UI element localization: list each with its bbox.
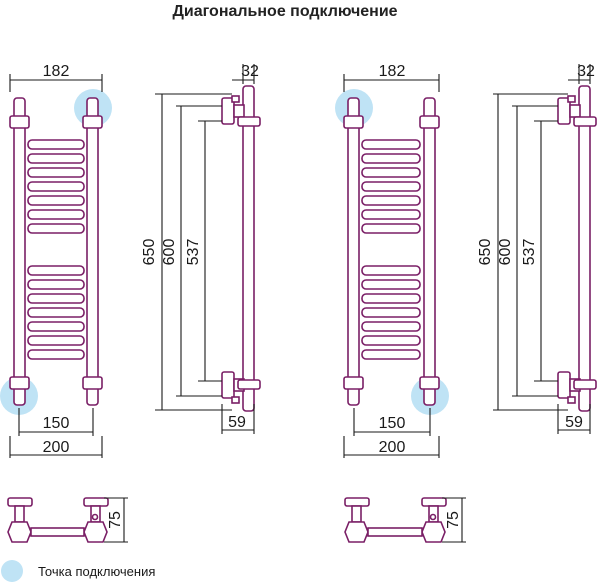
dim-height-total-right: 650 — [477, 239, 494, 266]
dim-top-width: 182 — [43, 63, 70, 80]
dim-bottom-outer-right: 200 — [379, 439, 406, 456]
rungs-upper — [27, 139, 85, 234]
bottom-view-right: 75 — [344, 497, 466, 543]
dim-bottom-inner-right: 150 — [379, 415, 406, 432]
nut-top-left — [9, 115, 30, 129]
dim-depth-bottom-right: 59 — [565, 414, 583, 431]
front-view-left: 182 150 200 — [0, 63, 112, 458]
nut-bottom-left — [9, 376, 30, 390]
dim-height-mid: 600 — [161, 239, 178, 266]
dim-bottom-depth-left: 75 — [107, 511, 124, 529]
rungs-lower — [27, 265, 85, 360]
nut-bottom-right — [82, 376, 103, 390]
dim-depth-top: 32 — [241, 63, 259, 80]
side-view-right: 32 650 600 537 59 — [477, 63, 597, 434]
circle-connection-point-icon — [1, 560, 23, 582]
diagram-title: Диагональное подключение — [172, 3, 397, 20]
dim-top-width-right: 182 — [379, 63, 406, 80]
rungs-lower-right — [361, 265, 421, 360]
dim-depth-bottom: 59 — [228, 414, 246, 431]
dim-depth-top-right: 32 — [577, 63, 595, 80]
right-riser — [86, 97, 99, 406]
front-view-right: 182 150 200 — [335, 63, 449, 458]
side-view-left: 32 650 600 537 59 — [141, 63, 261, 434]
nut-top-right — [82, 115, 103, 129]
dim-height-mid-right: 600 — [497, 239, 514, 266]
dim-height-inner: 537 — [185, 239, 202, 266]
dim-bottom-outer: 200 — [43, 439, 70, 456]
dim-height-total: 650 — [141, 239, 158, 266]
bottom-view-left: 75 — [7, 497, 128, 543]
rungs-upper-right — [361, 139, 421, 234]
legend: Точка подключения — [1, 560, 155, 582]
legend-label: Точка подключения — [38, 564, 155, 579]
dim-bottom-depth-right: 75 — [445, 511, 462, 529]
dim-bottom-inner: 150 — [43, 415, 70, 432]
side-riser — [242, 85, 255, 412]
dim-height-inner-right: 537 — [521, 239, 538, 266]
left-riser — [13, 97, 26, 406]
